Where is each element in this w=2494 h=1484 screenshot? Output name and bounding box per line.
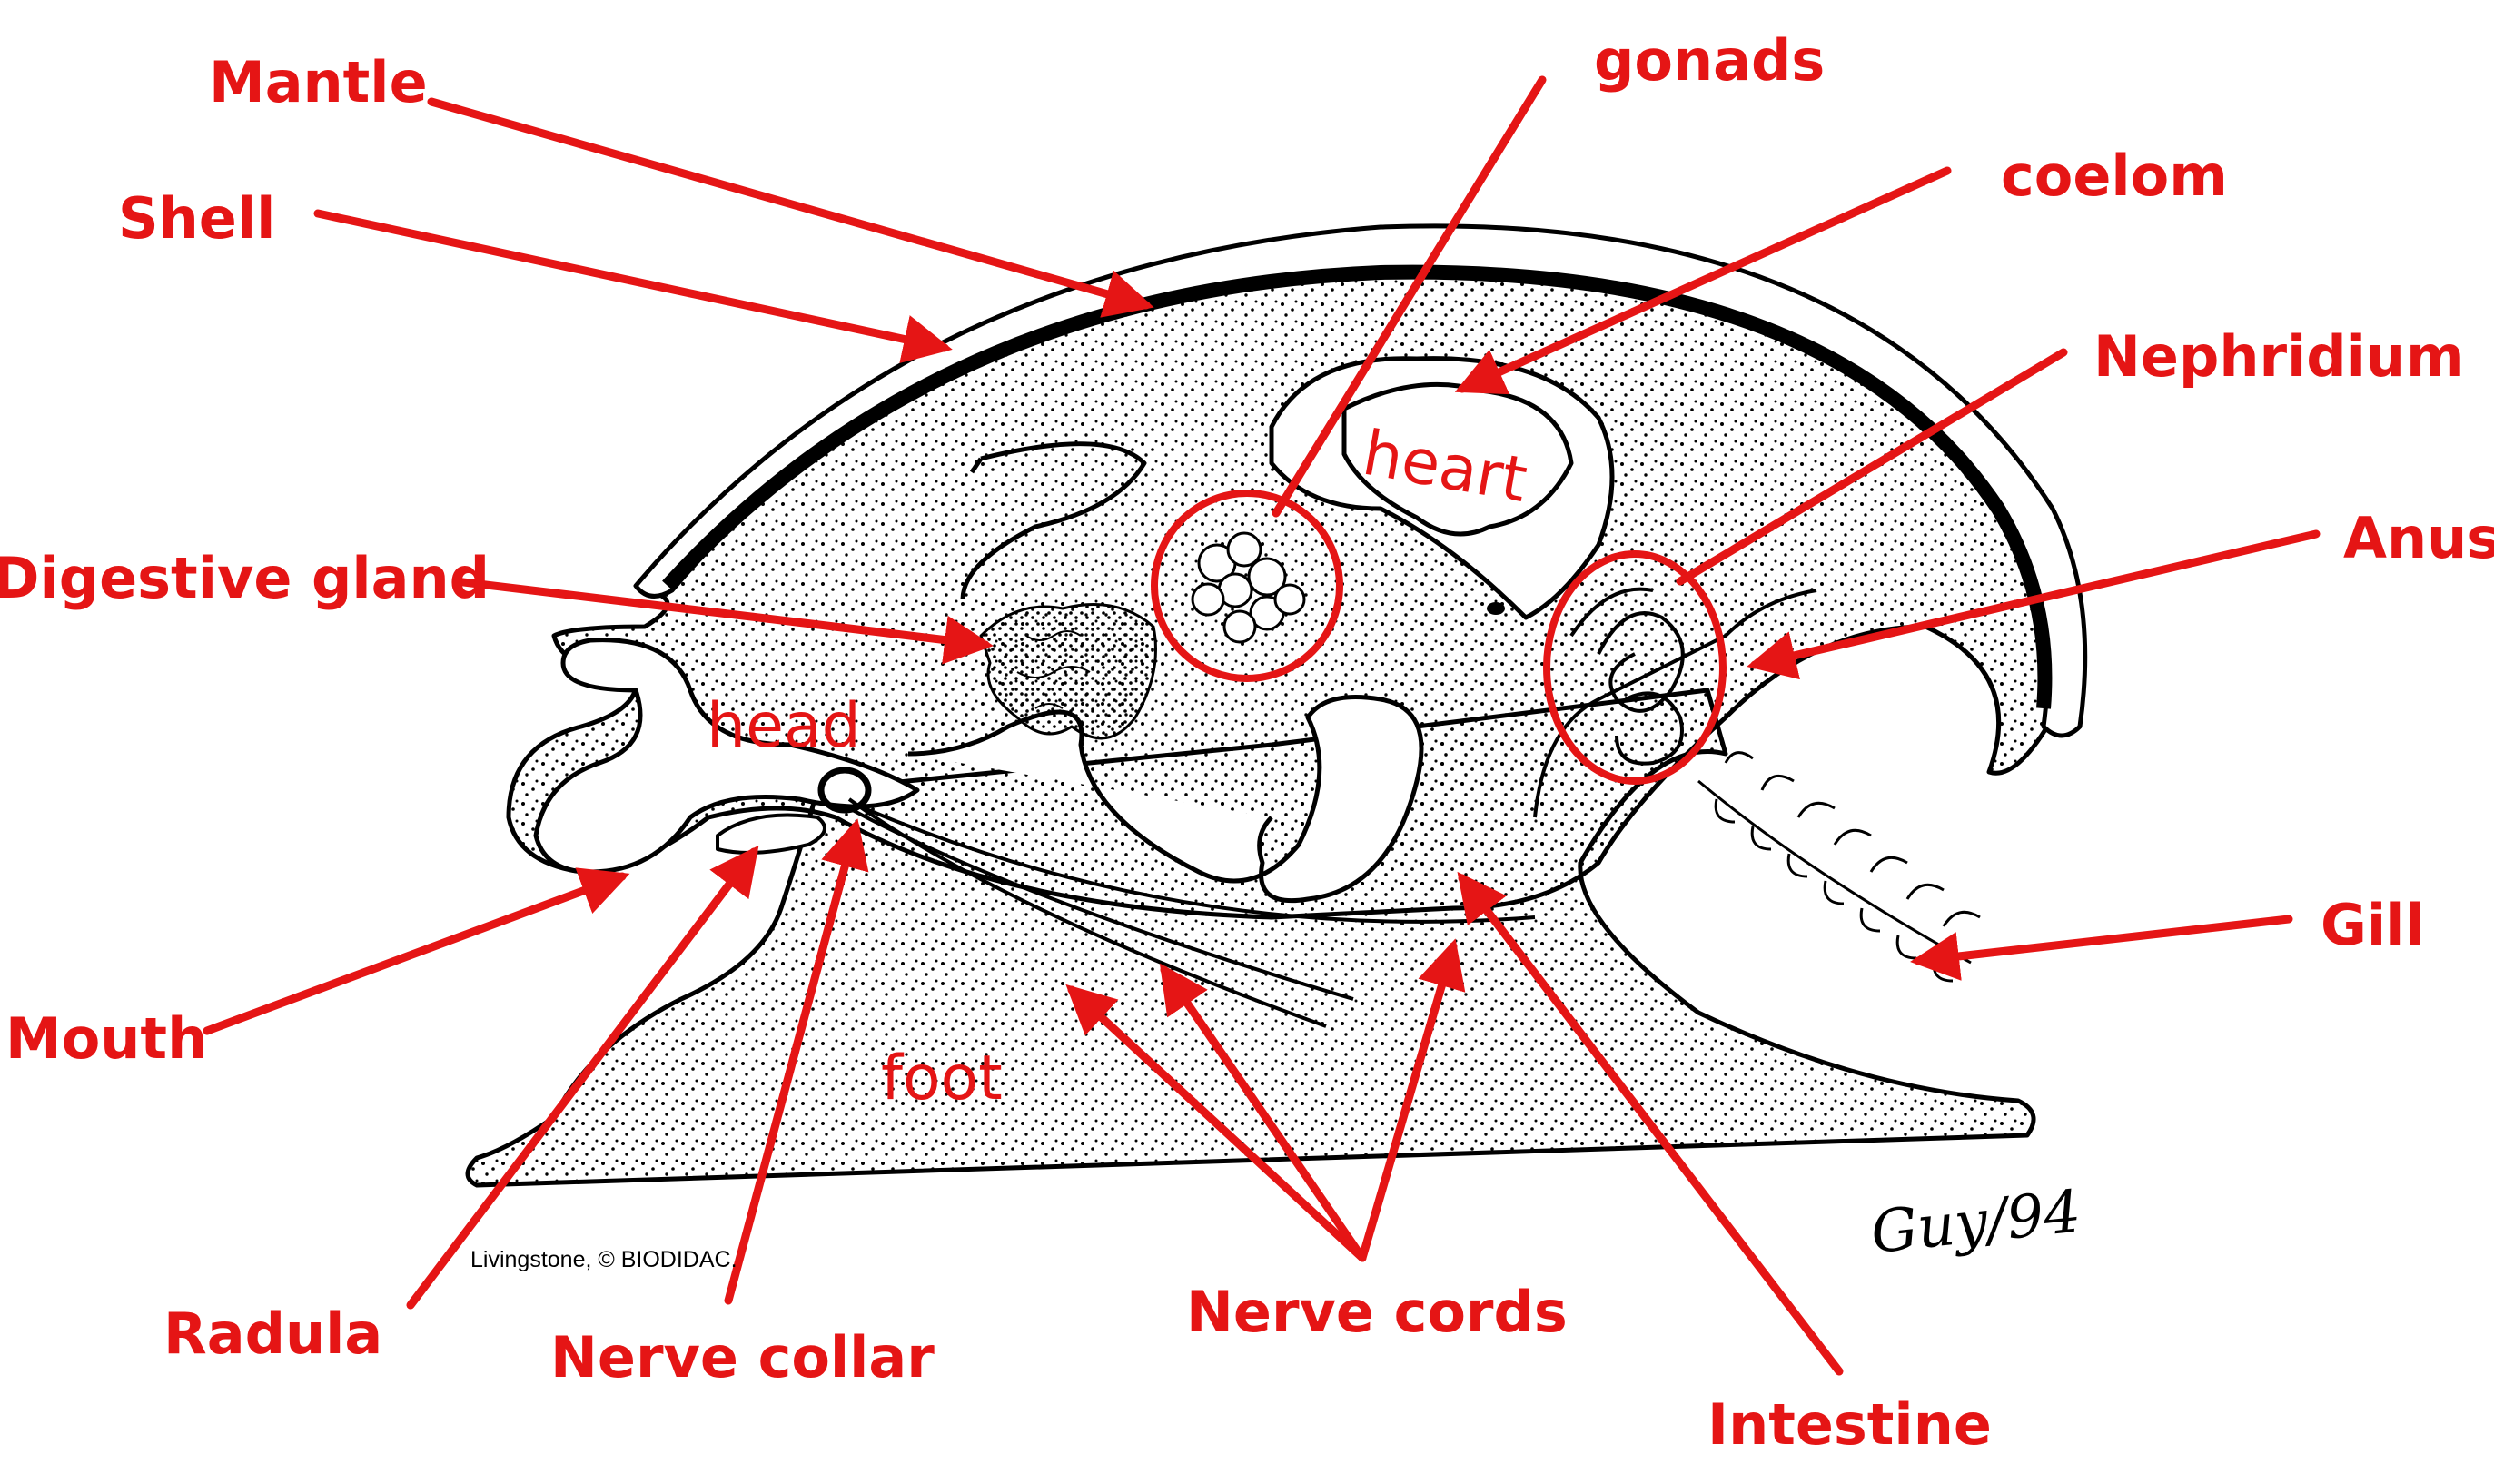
digestive-gland-arrow (451, 577, 994, 665)
nerve-collar-arrow (724, 818, 869, 1305)
label-intestine: Intestine (1707, 1391, 1992, 1458)
mantle-arrow (427, 97, 1154, 318)
label-nephridium: Nephridium (2093, 323, 2465, 390)
nerve-cords-arrow-2 (1159, 963, 1367, 1262)
nephridium-highlight-ellipse (1543, 550, 1727, 785)
label-gill: Gill (2321, 892, 2425, 958)
radula-arrow (406, 845, 759, 1310)
digestive-gland-drawing (979, 603, 1157, 740)
intestine-arrow (1457, 871, 1844, 1376)
label-coelom: coelom (2001, 143, 2228, 209)
heart-ostium (1487, 602, 1505, 615)
shell-arrow (313, 209, 953, 363)
nerve-cords-drawing (847, 797, 1536, 1028)
label-nerve-collar: Nerve collar (550, 1324, 935, 1390)
anus-arrow (1747, 529, 2321, 680)
gonads-arrow (1272, 75, 1547, 518)
label-shell: Shell (118, 185, 275, 252)
gonads-drawing (1191, 531, 1306, 644)
digestive-tract (960, 441, 1147, 600)
gonads-highlight-circle (1151, 490, 1343, 682)
artist-signature: Guy/94 (1868, 1178, 2084, 1267)
label-anus: Anus (2343, 505, 2494, 571)
head-outline (533, 638, 920, 875)
nephridium-drawing (1569, 587, 1685, 766)
gill-arrow (1910, 915, 2293, 981)
label-gonads: gonads (1594, 27, 1825, 94)
nephridium-arrow (1676, 348, 2068, 586)
label-radula: Radula (163, 1301, 382, 1367)
label-nerve-cords: Nerve cords (1186, 1279, 1568, 1345)
region-label-head: head (707, 690, 861, 762)
label-digestive-gland: Digestive gland (0, 545, 490, 611)
label-mantle: Mantle (209, 49, 428, 115)
nerve-collar-ring (817, 767, 872, 814)
coelom-arrow (1454, 166, 1952, 395)
credit-text: Livingstone, © BIODIDAC. (470, 1247, 737, 1272)
mollusc-body-drawing (465, 223, 2088, 1188)
label-mouth: Mouth (5, 1005, 207, 1072)
nerve-cords-arrow-3 (1358, 938, 1466, 1262)
mouth-arrow (203, 867, 630, 1035)
mantle-band (662, 264, 2053, 709)
nerve-cords-arrow-1 (1065, 984, 1367, 1262)
intestine-to-anus (1533, 589, 1817, 818)
region-label-foot: foot (881, 1043, 1003, 1114)
gill-drawing (1697, 751, 1981, 983)
